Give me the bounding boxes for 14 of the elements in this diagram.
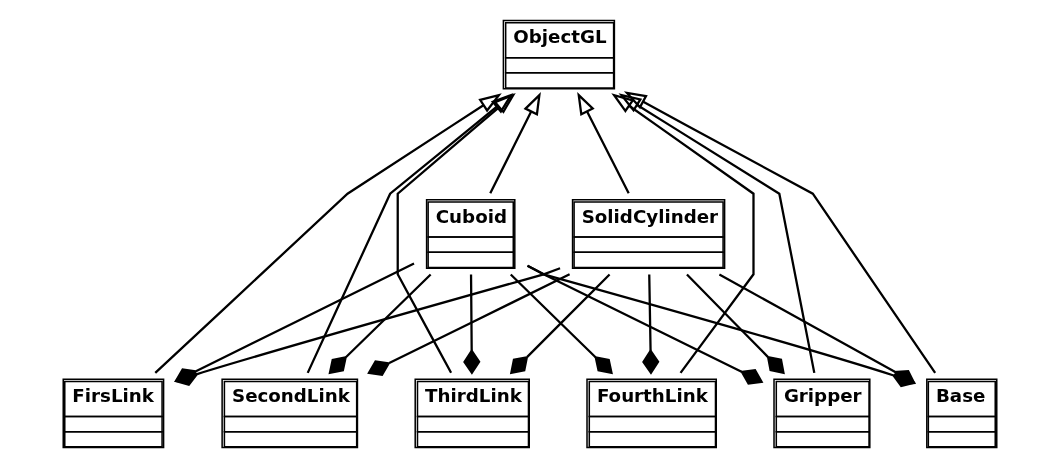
arrow [396,92,516,374]
connector [327,273,431,375]
connector [641,274,659,375]
arrow [154,93,502,374]
connector [685,273,785,375]
arrow [306,93,514,374]
connector [718,273,916,385]
connector [366,273,570,376]
arrow [610,93,755,374]
arrow [488,92,541,194]
arrow [618,93,815,374]
arrow [576,92,630,194]
connector [462,274,480,375]
arrow [623,91,936,374]
